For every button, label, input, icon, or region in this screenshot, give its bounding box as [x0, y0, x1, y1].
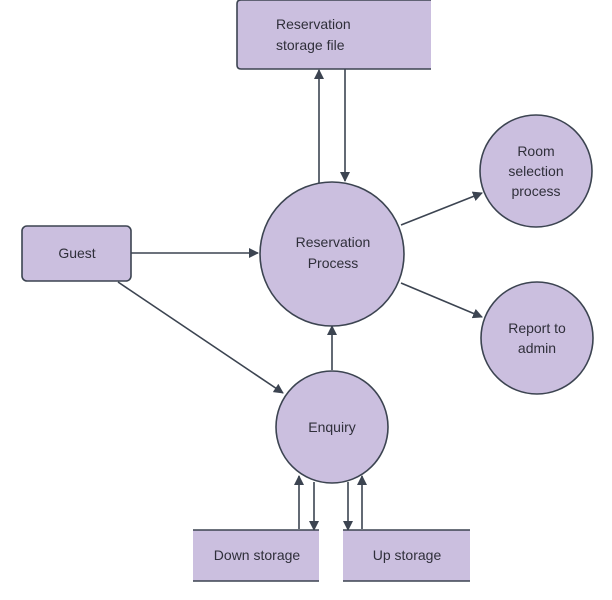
- guest-label: Guest: [58, 245, 95, 261]
- up-storage-label: Up storage: [373, 547, 442, 563]
- room-selection-label-line1: Room: [517, 143, 554, 159]
- reservation-process-label-line2: Process: [308, 255, 359, 271]
- node-enquiry: Enquiry: [275, 370, 389, 484]
- node-room-selection-process: Room selection process: [479, 114, 593, 228]
- node-guest: Guest: [21, 225, 132, 282]
- node-reservation-process: Reservation Process: [259, 181, 405, 327]
- edge-reservation-process-to-room-selection: [400, 191, 483, 226]
- node-reservation-storage-file: Reservation storage file: [236, 0, 431, 70]
- enquiry-label: Enquiry: [308, 419, 355, 435]
- reservation-storage-file-label-line1: Reservation: [276, 16, 351, 32]
- edge-guest-to-enquiry: [117, 281, 284, 394]
- edge-reservation-process-to-report-admin: [400, 282, 483, 319]
- room-selection-label-line2: selection: [508, 163, 563, 179]
- node-up-storage: Up storage: [343, 529, 470, 582]
- reservation-process-label-line1: Reservation: [296, 234, 371, 250]
- room-selection-label-line3: process: [511, 183, 560, 199]
- node-down-storage: Down storage: [193, 529, 319, 582]
- edges: [117, 69, 483, 531]
- report-to-admin-label-line2: admin: [518, 340, 556, 356]
- node-report-to-admin: Report to admin: [480, 281, 594, 395]
- report-to-admin-label-line1: Report to: [508, 320, 566, 336]
- reservation-storage-file-label-line2: storage file: [276, 37, 345, 53]
- down-storage-label: Down storage: [214, 547, 301, 563]
